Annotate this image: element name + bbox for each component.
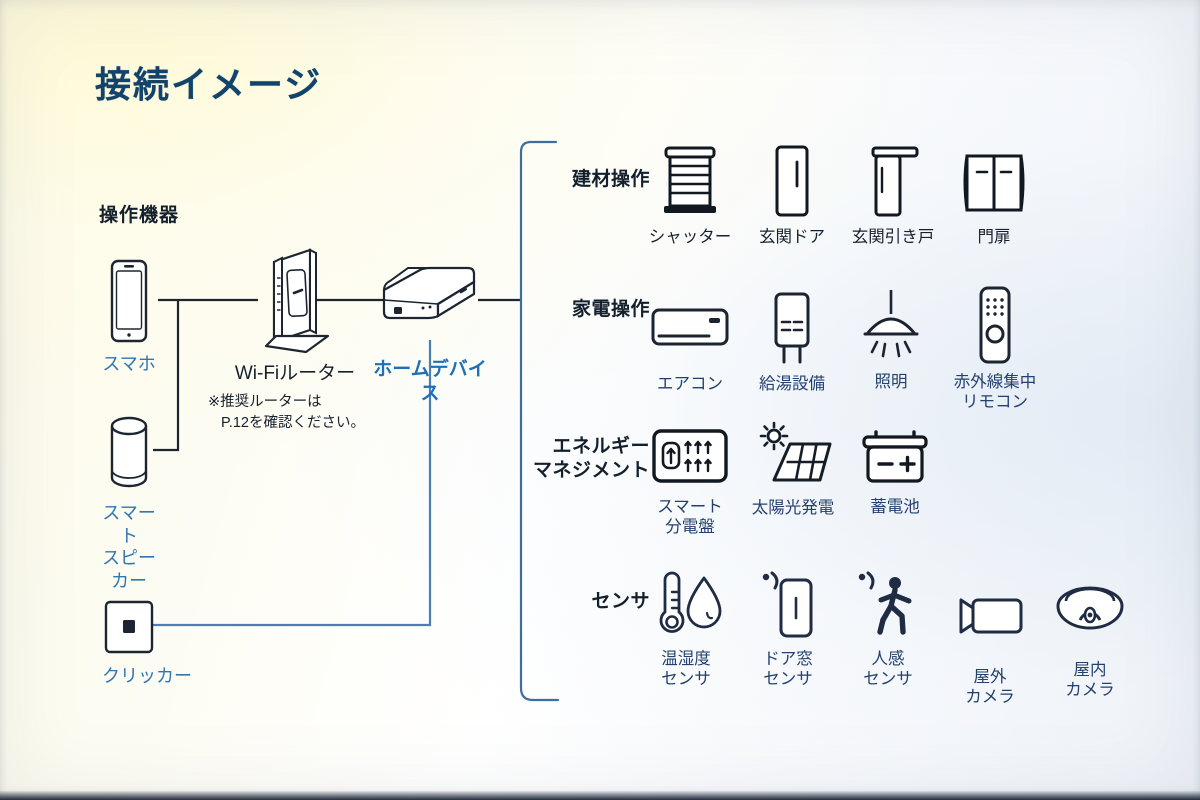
ir-remote-icon — [940, 284, 1050, 364]
item-label: リモコン — [962, 393, 1028, 412]
indoor-camera-icon — [1042, 566, 1138, 640]
item-ceiling-light[interactable]: 照明 — [841, 284, 941, 392]
item-label: ドア窓 — [763, 650, 813, 668]
device-label-smartphone: スマホ — [102, 354, 156, 374]
device-wifi-router[interactable]: Wi-Fiルーター — [210, 240, 380, 386]
item-label: 照明 — [874, 373, 908, 391]
item-label: スマート — [657, 498, 723, 516]
item-label: 人感 — [871, 650, 905, 668]
smart-panel-icon — [640, 424, 740, 486]
router-note-line2: P.12を確認ください。 — [221, 415, 365, 432]
category-line: 建材操作 — [571, 169, 650, 190]
item-label: 屋内 — [1073, 661, 1107, 679]
front-door-icon — [742, 140, 842, 218]
item-label: 赤外線集中 — [953, 373, 1037, 391]
item-label: 温湿度 — [661, 650, 711, 668]
solar-panel-icon — [741, 420, 845, 486]
device-label-smart-speaker-line2: スピーカー — [102, 548, 156, 591]
item-sliding-door[interactable]: 玄関引き戸 — [841, 140, 945, 247]
category-line: センサ — [591, 591, 650, 612]
item-temp-humidity-sensor[interactable]: 温湿度 センサ — [638, 566, 734, 689]
temp-humidity-sensor-icon — [638, 566, 734, 640]
category-line: エネルギー — [552, 436, 650, 457]
item-door-window-sensor[interactable]: ドア窓 センサ — [740, 566, 836, 689]
item-label: 屋外 — [973, 668, 1007, 686]
item-air-conditioner[interactable]: エアコン — [640, 288, 740, 394]
item-label: 蓄電池 — [870, 498, 920, 516]
item-water-heater[interactable]: 給湯設備 — [742, 288, 842, 394]
smart-speaker-icon — [100, 410, 158, 492]
shutter-icon — [640, 140, 740, 218]
device-smart-speaker[interactable]: スマート スピーカー — [100, 410, 158, 592]
item-ir-remote[interactable]: 赤外線集中 リモコン — [940, 284, 1050, 412]
item-gate[interactable]: 門扉 — [944, 140, 1044, 247]
item-solar-panel[interactable]: 太陽光発電 — [741, 420, 845, 518]
device-smartphone[interactable]: スマホ — [100, 255, 158, 376]
home-device-icon — [370, 258, 490, 342]
item-label: 給湯設備 — [759, 375, 825, 393]
category-line: マネジメント — [532, 459, 650, 481]
item-label: 門扉 — [977, 228, 1011, 246]
category-label-energy-management: エネルギー マネジメント — [400, 435, 650, 483]
category-line: 家電操作 — [571, 299, 650, 320]
wifi-router-icon — [210, 240, 380, 356]
item-label: シャッター — [648, 228, 732, 246]
item-motion-sensor[interactable]: 人感 センサ — [840, 566, 936, 689]
ceiling-light-icon — [841, 284, 941, 364]
device-label-smart-speaker-line1: スマート — [102, 503, 156, 546]
air-conditioner-icon — [640, 288, 740, 352]
item-label: センサ — [763, 670, 813, 689]
item-label: 分電盤 — [665, 518, 715, 537]
outdoor-camera-icon — [942, 566, 1038, 640]
category-label-sensors: センサ — [420, 590, 650, 614]
item-label: カメラ — [965, 688, 1015, 707]
item-label: センサ — [661, 670, 711, 689]
door-window-sensor-icon — [740, 566, 836, 640]
item-label: 玄関ドア — [759, 228, 825, 246]
gate-icon — [944, 140, 1044, 218]
battery-icon — [845, 424, 945, 486]
device-label-clicker: クリッカー — [102, 666, 192, 686]
sliding-door-icon — [841, 140, 945, 218]
router-note: ※推奨ルーターは P.12を確認ください。 — [208, 392, 418, 434]
item-shutter[interactable]: シャッター — [640, 140, 740, 247]
item-label: カメラ — [1065, 681, 1115, 700]
item-label: 玄関引き戸 — [851, 228, 935, 246]
device-clicker[interactable]: クリッカー — [102, 596, 192, 688]
item-front-door[interactable]: 玄関ドア — [742, 140, 842, 247]
page-title: 接続イメージ — [95, 64, 323, 105]
left-section-heading: 操作機器 — [99, 205, 180, 226]
smartphone-icon — [100, 255, 158, 343]
clicker-icon — [102, 596, 156, 654]
item-label: 太陽光発電 — [751, 499, 835, 517]
item-label: センサ — [863, 670, 913, 689]
item-label: エアコン — [657, 375, 723, 393]
item-smart-panel[interactable]: スマート 分電盤 — [640, 424, 740, 537]
router-note-line1: ※推奨ルーターは — [208, 394, 322, 410]
water-heater-icon — [742, 288, 842, 366]
device-label-wifi-router: Wi-Fiルーター — [234, 363, 356, 384]
category-label-home-appliances: 家電操作 — [420, 298, 650, 322]
item-outdoor-camera[interactable]: 屋外 カメラ — [942, 566, 1038, 707]
item-indoor-camera[interactable]: 屋内 カメラ — [1042, 566, 1138, 700]
device-home-device[interactable]: ホームデバイス — [370, 258, 490, 406]
device-label-home-device: ホームデバイス — [373, 359, 487, 404]
motion-sensor-icon — [840, 566, 936, 640]
item-battery[interactable]: 蓄電池 — [845, 424, 945, 517]
category-label-building-materials: 建材操作 — [420, 168, 650, 192]
